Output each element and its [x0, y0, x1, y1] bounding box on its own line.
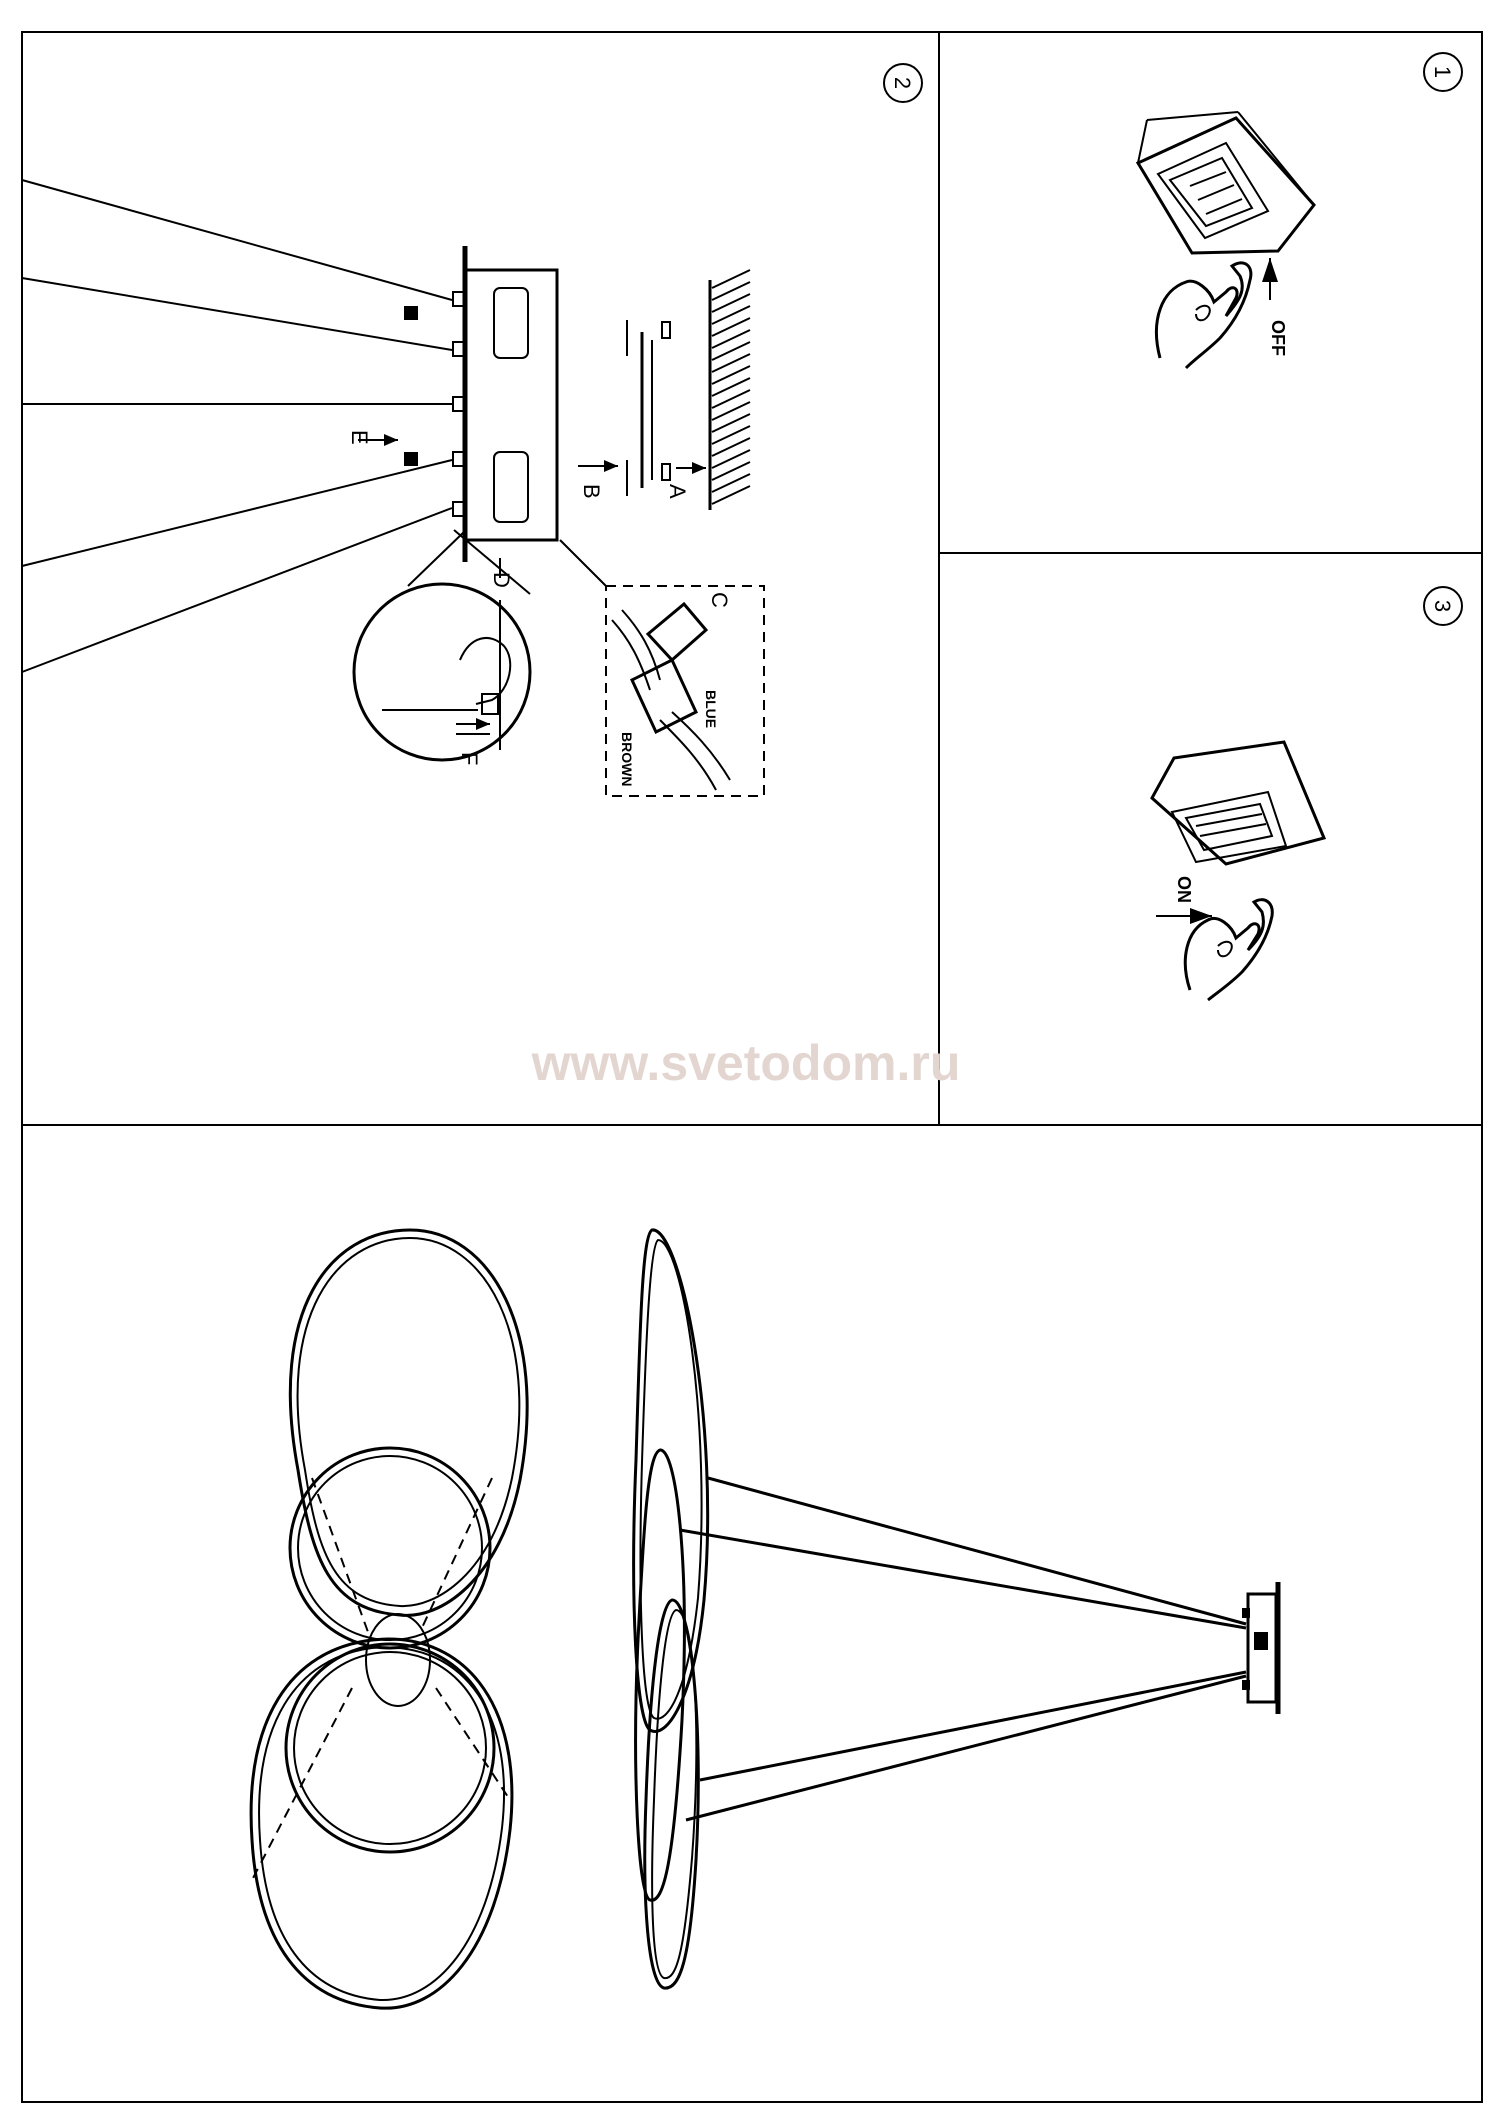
off-arrow-icon [1262, 258, 1278, 282]
step-1-marker: 1 [1423, 52, 1463, 92]
panel-fixture-overview [249, 1228, 1281, 2010]
driver-icon [1254, 1632, 1268, 1650]
step-3-marker: 3 [1423, 586, 1463, 626]
step-2-number: 2 [890, 77, 915, 89]
hand-icon [1183, 898, 1274, 1002]
suspension-cables [21, 179, 453, 673]
cable-grip-icon [481, 693, 499, 715]
label-e: E [347, 430, 372, 445]
canopy-icon [365, 1613, 431, 1707]
panel-step3-switch-on: ON [1150, 740, 1327, 1002]
step-1-number: 1 [1430, 66, 1455, 78]
ceiling-hatching [708, 269, 751, 510]
off-label: OFF [1268, 320, 1288, 356]
watermark: www.svetodom.ru [531, 1035, 961, 1091]
label-brown-wire: BROWN [619, 732, 635, 786]
step-3-number: 3 [1430, 600, 1455, 612]
fixture-side-view [632, 1228, 1281, 1990]
switch-box-icon [1150, 740, 1327, 866]
switch-box-icon [1135, 111, 1316, 255]
arrow-e: E [347, 430, 398, 446]
on-label: ON [1174, 876, 1194, 903]
cable-grip-icon [404, 452, 418, 466]
label-d: D [489, 572, 514, 588]
cable-grip-icon [404, 306, 418, 320]
label-blue-wire: BLUE [703, 690, 719, 728]
fixture-front-view [249, 1228, 529, 2010]
hand-icon [459, 637, 512, 705]
on-arrow-icon [1190, 908, 1212, 924]
terminal-cover-icon [645, 601, 709, 663]
terminal-block-icon [630, 657, 698, 735]
panel-step1-switch-off: OFF [1135, 111, 1316, 370]
mounting-bracket [626, 320, 671, 496]
arrow-b: B [578, 460, 618, 499]
step-2-marker: 2 [883, 63, 923, 103]
hand-icon [1155, 261, 1253, 370]
label-a: A [665, 484, 690, 499]
label-c: C [707, 592, 732, 608]
ceiling-canopy [452, 246, 559, 562]
detail-circle-f: F [352, 529, 532, 765]
detail-box-c: C BLUE BROWN [559, 539, 765, 797]
panel-step2-installation: E D A B [21, 179, 765, 797]
page-frame [21, 31, 1483, 2103]
label-b: B [579, 484, 604, 499]
label-f: F [457, 752, 482, 765]
arrow-a: A [665, 462, 706, 499]
